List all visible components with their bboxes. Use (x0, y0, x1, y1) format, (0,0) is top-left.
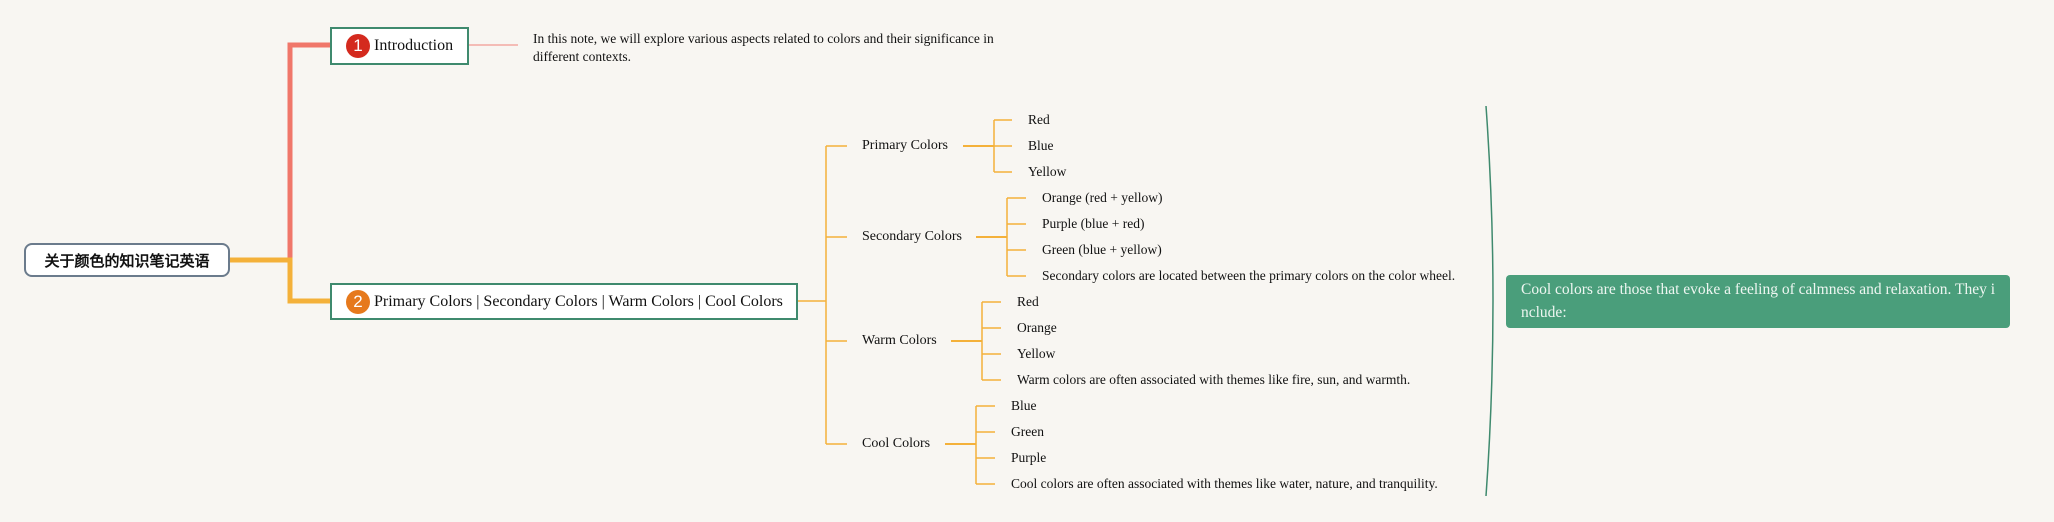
leaf-primary-red[interactable]: Red (1028, 112, 1050, 127)
leaf-warm-yellow[interactable]: Yellow (1017, 346, 1056, 361)
group-cool-colors[interactable]: Cool Colors (862, 436, 931, 451)
branch-line-introduction (230, 42, 330, 263)
leaf-secondary-green[interactable]: Green (blue + yellow) (1042, 242, 1162, 257)
group-secondary-colors[interactable]: Secondary Colors (862, 229, 962, 244)
leaf-cool-blue[interactable]: Blue (1011, 398, 1037, 413)
number-badge-1: 1 (346, 34, 370, 58)
leaf-secondary-orange[interactable]: Orange (red + yellow) (1042, 190, 1163, 205)
leaf-warm-red[interactable]: Red (1017, 294, 1039, 309)
leaf-warm-orange[interactable]: Orange (1017, 320, 1057, 335)
summary-callout[interactable]: Cool colors are those that evoke a feeli… (1506, 275, 2010, 328)
number-badge-2: 2 (346, 289, 370, 314)
leaf-primary-yellow[interactable]: Yellow (1028, 164, 1067, 179)
root-node[interactable]: 关于颜色的知识笔记英语 (24, 243, 230, 277)
topic-introduction-label: Introduction (374, 37, 454, 54)
leaf-secondary-purple[interactable]: Purple (blue + red) (1042, 216, 1145, 231)
group-primary-colors[interactable]: Primary Colors (862, 138, 948, 153)
introduction-note: In this note, we will explore various as… (533, 31, 994, 64)
leaf-cool-green[interactable]: Green (1011, 424, 1044, 439)
topic-color-categories-label: Primary Colors | Secondary Colors | Warm… (374, 292, 783, 310)
branch-line-colors (230, 257, 330, 304)
leaf-secondary-note[interactable]: Secondary colors are located between the… (1042, 268, 1456, 283)
root-label: 关于颜色的知识笔记英语 (44, 251, 210, 270)
topic-introduction[interactable]: 1 Introduction (330, 27, 469, 65)
topic-color-categories[interactable]: 2 Primary Colors | Secondary Colors | Wa… (330, 283, 798, 320)
summary-bracket (1485, 105, 1494, 497)
leaf-cool-note[interactable]: Cool colors are often associated with th… (1011, 476, 1438, 491)
leaf-warm-note[interactable]: Warm colors are often associated with th… (1017, 372, 1411, 387)
leaf-primary-blue[interactable]: Blue (1028, 138, 1054, 153)
group-warm-colors[interactable]: Warm Colors (862, 333, 937, 348)
leaf-cool-purple[interactable]: Purple (1011, 450, 1047, 465)
